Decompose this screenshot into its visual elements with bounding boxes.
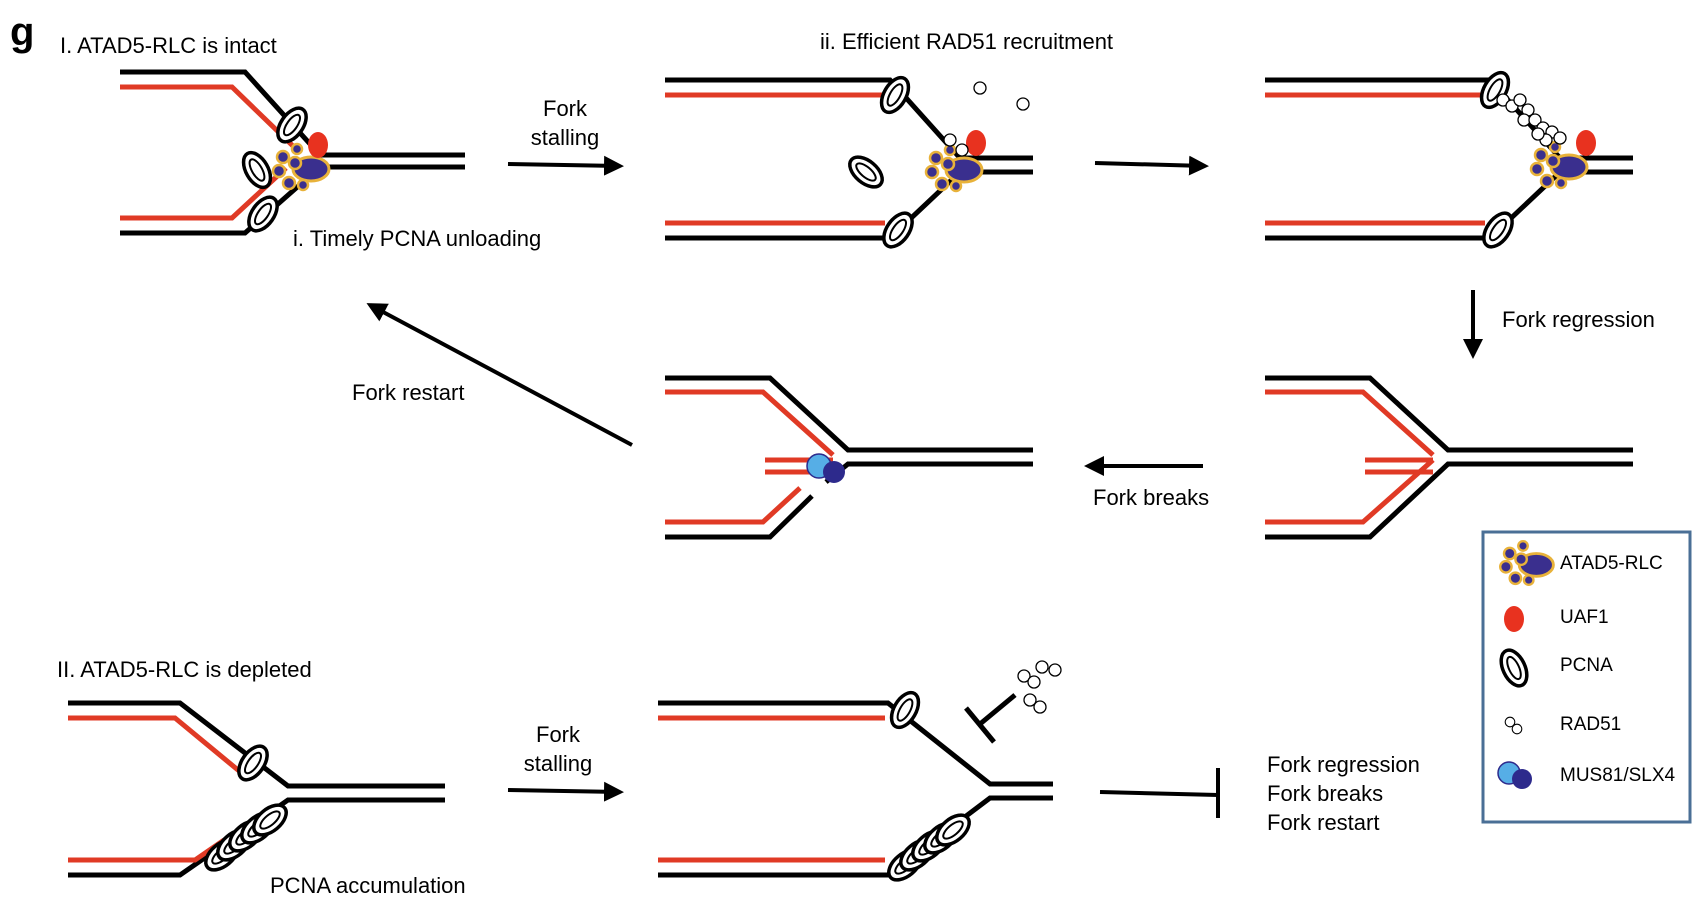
label-pcna-accumulation: PCNA accumulation — [270, 873, 466, 898]
fork-stalled — [665, 77, 1033, 241]
rad51-icon — [955, 143, 969, 157]
rad51-filament — [1496, 93, 1567, 147]
rad51-icon — [1035, 660, 1049, 674]
legend-label-rad51: RAD51 — [1560, 714, 1622, 735]
rad51-inhibition — [964, 693, 1017, 744]
label-fork-stalling: Fork stalling — [515, 96, 615, 151]
uaf1-icon — [1504, 606, 1524, 632]
slx4-icon — [823, 461, 845, 483]
uaf1-icon — [1576, 130, 1596, 156]
rad51-icon — [1016, 97, 1030, 111]
step-pcna-unloading: i. Timely PCNA unloading — [293, 226, 542, 251]
pcna-cluster — [198, 797, 294, 878]
legend-label-atad5-rlc: ATAD5-RLC — [1560, 553, 1663, 574]
section-title-intact: I. ATAD5-RLC is intact — [60, 33, 277, 58]
uaf1-icon — [308, 132, 328, 158]
label-fork-regression: Fork regression — [1502, 307, 1655, 332]
legend-label-uaf1: UAF1 — [1560, 607, 1609, 628]
pcna-cluster — [881, 807, 977, 888]
label-fork-stalling-depleted-line1: Fork — [536, 722, 580, 747]
rad51-icon — [973, 81, 987, 95]
arrow-fork-restart — [366, 303, 633, 447]
step-rad51-recruitment: ii. Efficient RAD51 recruitment — [820, 29, 1114, 54]
arrow-fork-stalling — [507, 155, 624, 176]
slx4-icon — [1512, 769, 1532, 789]
label-fork-stalling-line2: stalling — [530, 125, 600, 151]
label-fork-breaks: Fork breaks — [1093, 485, 1210, 510]
label-fork-stalling-line1: Fork — [543, 96, 587, 121]
label-fork-stalling-depleted: Fork stalling — [508, 722, 608, 777]
blocked-outcomes: Fork regression Fork breaks Fork restart — [1267, 750, 1420, 837]
rad51-icon — [943, 133, 957, 147]
label-fork-restart: Fork restart — [352, 380, 465, 405]
legend-label-mus81-slx4: MUS81/SLX4 — [1560, 765, 1676, 786]
rad51-icon — [1048, 663, 1062, 677]
outcome-inhibition — [1099, 768, 1220, 818]
fork-depleted-stalled — [658, 700, 1053, 878]
fork-broken — [665, 375, 1033, 540]
legend-label-pcna: PCNA — [1560, 655, 1613, 676]
arrow-fork-stalling-depleted — [507, 781, 624, 802]
section-title-depleted: II. ATAD5-RLC is depleted — [57, 657, 312, 682]
outcome-fork-regression: Fork regression — [1267, 752, 1420, 777]
rad51-icon — [1033, 700, 1047, 714]
arrow-rad51-loading — [1094, 155, 1209, 176]
rad51-icon — [1027, 675, 1041, 689]
fork-regressed — [1265, 375, 1633, 540]
pcna-ring-icon — [842, 149, 890, 195]
fork-depleted — [68, 700, 445, 878]
panel-letter: g — [10, 10, 35, 54]
outcome-fork-breaks: Fork breaks — [1267, 781, 1384, 806]
uaf1-icon — [966, 130, 986, 156]
outcome-fork-restart: Fork restart — [1267, 810, 1380, 835]
label-fork-stalling-depleted-line2: stalling — [523, 751, 593, 777]
